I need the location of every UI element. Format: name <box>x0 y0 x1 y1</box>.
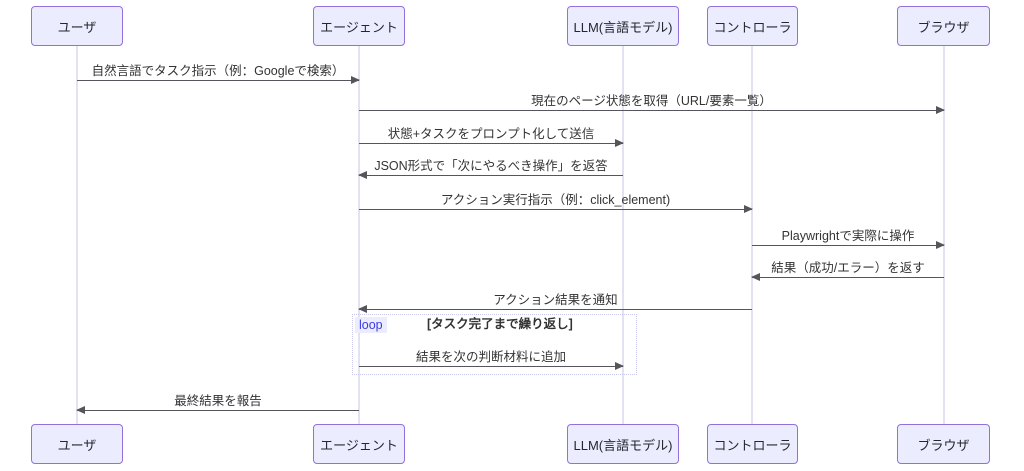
arrowhead-icon <box>751 272 760 281</box>
message-m8: アクション結果を通知 <box>358 293 752 313</box>
message-m10: 最終結果を報告 <box>76 394 359 414</box>
arrowhead-icon <box>76 405 85 414</box>
participant-box-user-bottom[interactable]: ユーザ <box>31 424 123 464</box>
participant-label-agent-top: エージェント <box>320 19 398 35</box>
lifeline-llm <box>622 46 624 424</box>
participant-label-controller-bottom: コントローラ <box>713 437 792 453</box>
arrowhead-icon <box>615 138 624 147</box>
lifeline-user <box>76 46 78 424</box>
message-line <box>359 209 752 210</box>
arrowhead-icon <box>358 304 367 313</box>
message-label: 結果を次の判断材料に追加 <box>415 350 566 364</box>
arrowhead-icon <box>936 105 945 114</box>
message-line <box>77 410 359 411</box>
message-m3: 状態+タスクをプロンプト化して送信 <box>359 127 624 147</box>
message-label: アクション結果を通知 <box>493 293 618 307</box>
participant-label-browser-top: ブラウザ <box>917 19 970 35</box>
message-m1: 自然言語でタスク指示（例：Googleで検索） <box>77 64 360 84</box>
message-m6: Playwrightで実際に操作 <box>752 229 945 249</box>
loop-fragment-condition: [タスク完了まで繰り返し] <box>427 317 573 331</box>
message-label: JSON形式で「次にやるべき操作」を返答 <box>374 159 608 173</box>
message-label: 現在のページ状態を取得（URL/要素一覧） <box>531 94 772 108</box>
participant-label-user-bottom: ユーザ <box>57 437 97 453</box>
arrowhead-icon <box>358 170 367 179</box>
loop-fragment: loop <box>352 314 637 375</box>
message-line <box>359 309 752 310</box>
arrowhead-icon <box>615 361 624 370</box>
message-line <box>359 110 944 111</box>
message-label: 状態+タスクをプロンプト化して送信 <box>387 127 595 141</box>
message-label: 自然言語でタスク指示（例：Googleで検索） <box>91 64 345 78</box>
participant-box-agent-bottom[interactable]: エージェント <box>313 424 405 464</box>
participant-label-llm-bottom: LLM(言語モデル) <box>573 437 673 453</box>
lifeline-agent <box>358 46 360 424</box>
lifeline-browser <box>943 46 945 424</box>
message-m4: JSON形式で「次にやるべき操作」を返答 <box>358 159 623 179</box>
message-m7: 結果（成功/エラー）を返す <box>751 261 944 281</box>
message-line <box>752 245 944 246</box>
message-label: Playwrightで実際に操作 <box>781 229 915 243</box>
participant-box-browser-top[interactable]: ブラウザ <box>897 6 990 46</box>
participant-label-browser-bottom: ブラウザ <box>917 437 970 453</box>
message-line <box>359 143 623 144</box>
participant-label-agent-bottom: エージェント <box>320 437 398 453</box>
message-line <box>77 80 359 81</box>
participant-box-controller-bottom[interactable]: コントローラ <box>707 424 798 464</box>
arrowhead-icon <box>351 75 360 84</box>
message-line <box>359 175 623 176</box>
message-m5: アクション実行指示（例：click_element) <box>359 193 753 213</box>
participant-box-user-top[interactable]: ユーザ <box>31 6 123 46</box>
participant-box-controller-top[interactable]: コントローラ <box>707 6 798 46</box>
message-line <box>752 277 944 278</box>
participant-box-llm-bottom[interactable]: LLM(言語モデル) <box>567 424 679 464</box>
message-label: 最終結果を報告 <box>174 394 262 408</box>
message-m9: 結果を次の判断材料に追加 <box>359 350 624 370</box>
participant-box-llm-top[interactable]: LLM(言語モデル) <box>567 6 679 46</box>
participant-label-user-top: ユーザ <box>57 19 97 35</box>
message-m2: 現在のページ状態を取得（URL/要素一覧） <box>359 94 945 114</box>
arrowhead-icon <box>936 240 945 249</box>
participant-label-llm-top: LLM(言語モデル) <box>573 19 673 35</box>
message-label: 結果（成功/エラー）を返す <box>771 261 925 275</box>
loop-fragment-tag: loop <box>355 317 387 333</box>
message-line <box>359 366 623 367</box>
participant-box-browser-bottom[interactable]: ブラウザ <box>897 424 990 464</box>
arrowhead-icon <box>744 204 753 213</box>
participant-label-controller-top: コントローラ <box>713 19 792 35</box>
participant-box-agent-top[interactable]: エージェント <box>313 6 405 46</box>
lifeline-controller <box>751 46 753 424</box>
message-label: アクション実行指示（例：click_element) <box>440 193 671 207</box>
